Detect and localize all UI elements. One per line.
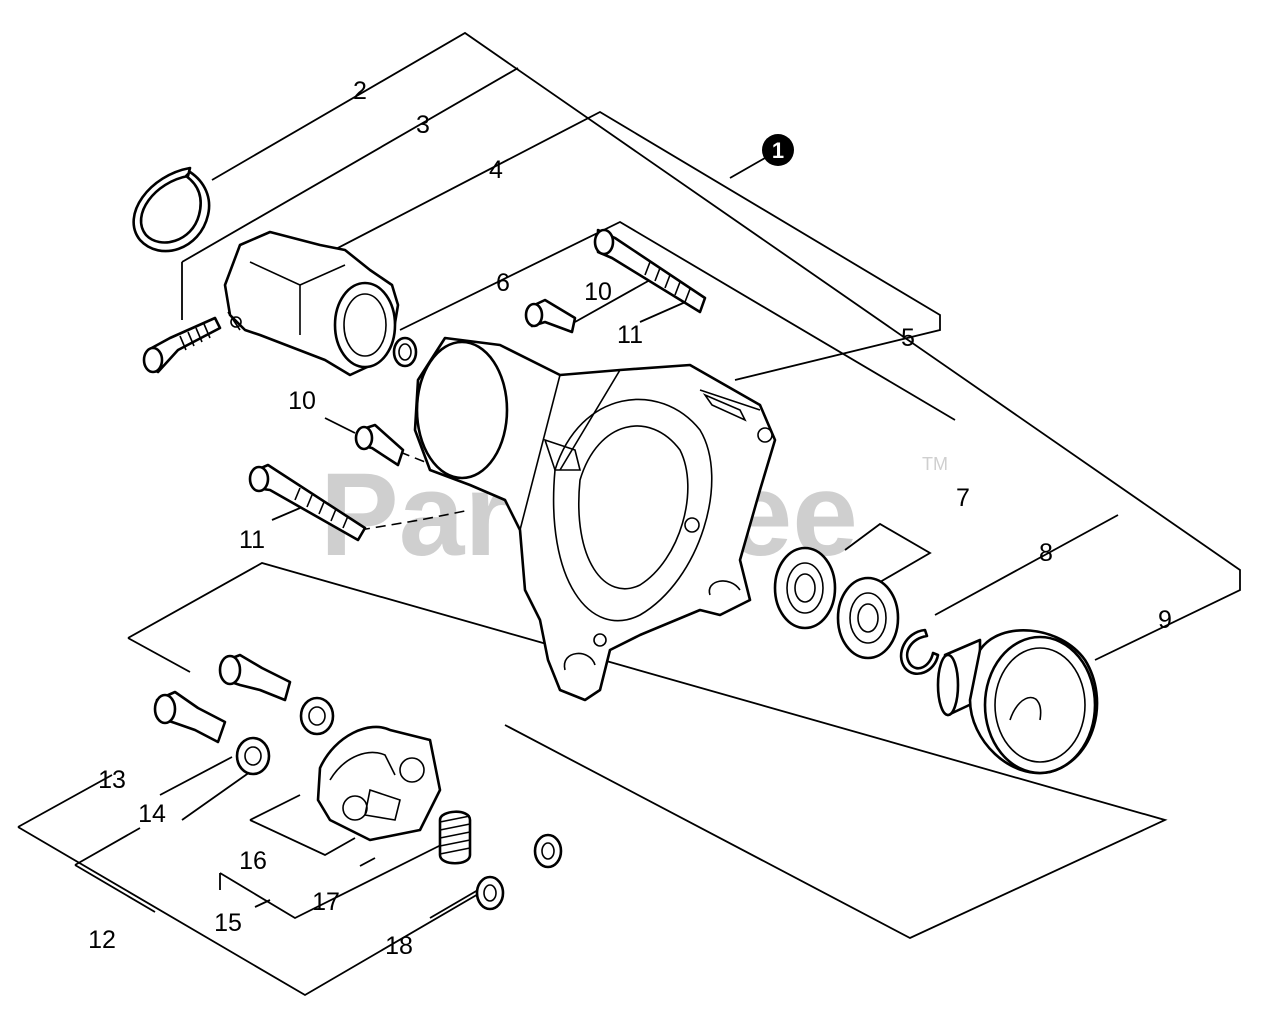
callout-3[interactable]: 3: [416, 111, 430, 139]
clutch-drum-part-9: [936, 629, 1099, 775]
callout-8[interactable]: 8: [1039, 539, 1053, 567]
callout-17[interactable]: 17: [312, 888, 340, 916]
spring-part-17: [438, 810, 472, 865]
snap-ring-part-2: [132, 166, 211, 253]
callout-11-top[interactable]: 11: [617, 321, 643, 349]
callout-15[interactable]: 15: [214, 909, 242, 937]
long-bolt-part-11-top: [593, 228, 707, 314]
callout-6[interactable]: 6: [496, 269, 510, 297]
bolt-part-3: [142, 316, 222, 374]
callout-11-left[interactable]: 11: [239, 526, 265, 554]
callout-5[interactable]: 5: [901, 324, 915, 352]
callout-12[interactable]: 12: [88, 926, 116, 954]
snap-ring-part-8: [899, 628, 940, 675]
callout-18[interactable]: 18: [385, 932, 413, 960]
callout-13[interactable]: 13: [98, 766, 126, 794]
shoulder-bolt-part-13-lower: [153, 690, 227, 744]
washer-part-14-b: [235, 736, 271, 776]
shaft-housing-part-4: [223, 230, 400, 377]
washer-part-14-a: [299, 696, 335, 736]
callout-14[interactable]: 14: [138, 800, 166, 828]
assembly-marker: 1: [762, 134, 794, 166]
callout-7[interactable]: 7: [956, 484, 970, 512]
clutch-housing-part-5: [413, 336, 777, 702]
screw-part-10-left: [354, 423, 405, 467]
callout-10-top[interactable]: 10: [584, 278, 612, 306]
clutch-shoes-part-16: [316, 725, 442, 842]
screw-part-10-top: [524, 298, 577, 334]
watermark-trademark: TM: [922, 454, 948, 474]
washer-part-18-b: [475, 875, 505, 911]
callout-10-left[interactable]: 10: [288, 387, 316, 415]
callout-4[interactable]: 4: [489, 156, 503, 184]
assembly-marker-number: 1: [772, 138, 784, 163]
callout-16[interactable]: 16: [239, 847, 267, 875]
bearing-part-7a: [773, 546, 837, 630]
callout-2[interactable]: 2: [353, 77, 367, 105]
long-bolt-part-11-left: [248, 463, 367, 542]
bearing-part-7b: [836, 576, 900, 660]
callout-9[interactable]: 9: [1158, 606, 1172, 634]
o-ring-part-6: [392, 336, 418, 368]
washer-part-18-a: [533, 833, 563, 869]
shoulder-bolt-part-13-upper: [218, 653, 292, 702]
